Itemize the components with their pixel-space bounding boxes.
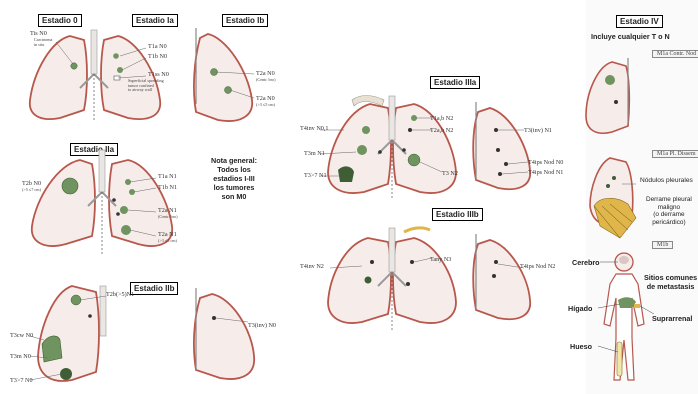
m1a-pl-dissem-box: M1a Pl. Dissem (652, 150, 698, 158)
derrame-line-3: (o derrame (646, 211, 692, 219)
higado-label: Hígado (568, 304, 592, 313)
derrame-label: Derrame pleural maligno (o derrame peric… (646, 196, 692, 226)
m1a-contr-nod-box: M1a Contr. Nod (652, 50, 698, 58)
derrame-line-4: pericárdico) (646, 219, 692, 227)
hueso-label: Hueso (570, 342, 592, 351)
derrame-line-1: Derrame pleural (646, 196, 692, 204)
nodulos-pleurales-label: Nódulos pleurales (640, 177, 693, 184)
sitios-comunes-label: Sitios comunes de metastasis (644, 273, 697, 291)
m1b-box: M1b (652, 241, 673, 249)
sitios-line-2: de metastasis (644, 282, 697, 291)
cerebro-label: Cerebro (572, 258, 600, 267)
derrame-line-2: maligno (646, 204, 692, 212)
sitios-line-1: Sitios comunes (644, 273, 697, 282)
suprarrenal-label: Suprarrenal (652, 314, 692, 323)
